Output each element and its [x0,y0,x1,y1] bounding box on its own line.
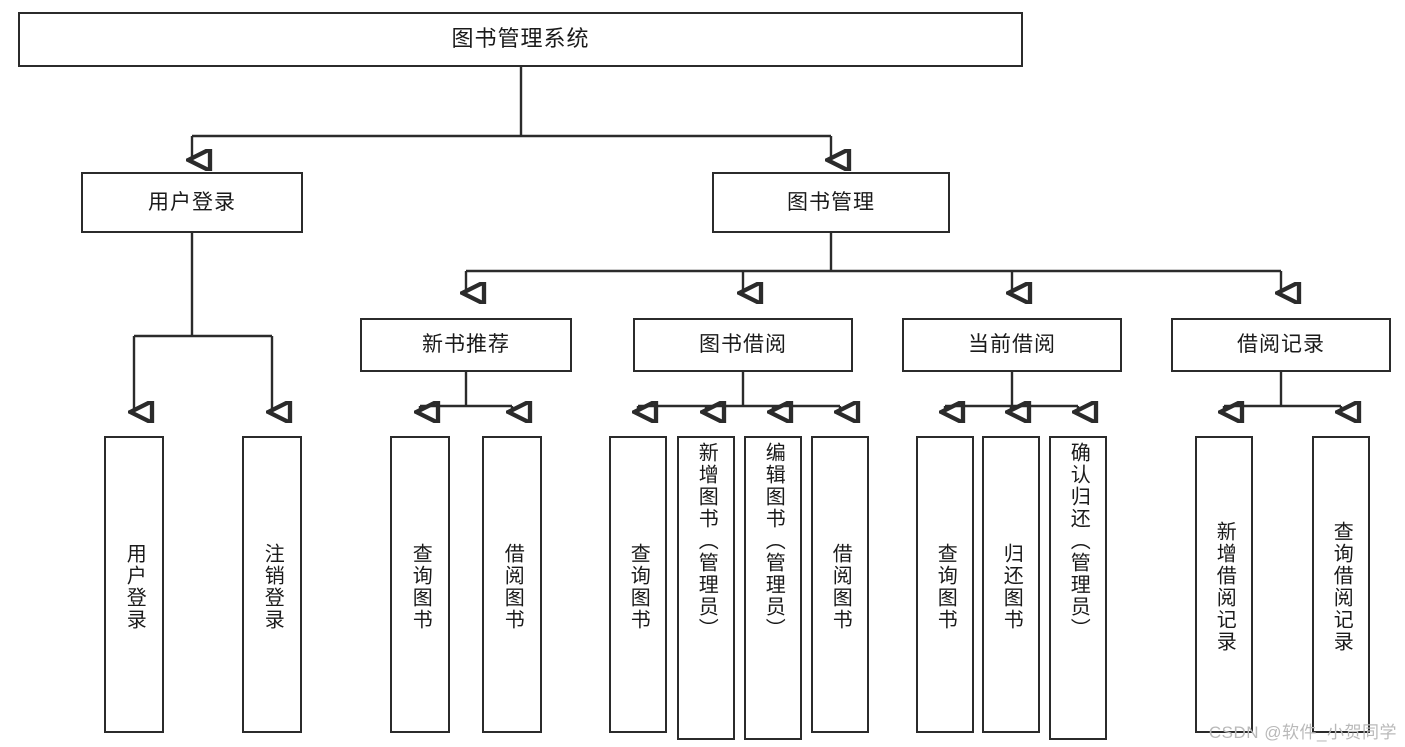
leaf-borrow-book-borrow[interactable]: 借阅图书 [811,436,869,733]
node-new-book-recommend[interactable]: 新书推荐 [360,318,572,372]
node-label: 新书推荐 [422,333,510,357]
leaf-query-book-current[interactable]: 查询图书 [916,436,974,733]
node-label: 查询图书 [934,542,957,631]
node-label: 图书管理系统 [451,26,590,52]
node-label: 归还图书 [1000,542,1023,631]
node-label: 借阅记录 [1237,333,1325,357]
leaf-add-borrow-record[interactable]: 新增借阅记录 [1195,436,1253,733]
node-book-manage[interactable]: 图书管理 [712,172,950,233]
leaf-logout-login[interactable]: 注销登录 [242,436,302,733]
node-label: 编辑图书（管理员） [762,442,785,640]
node-label: 借阅图书 [501,542,524,631]
node-label: 图书管理 [787,190,875,214]
node-label: 用户登录 [123,542,146,631]
node-label: 查询图书 [627,542,650,631]
node-borrow-record[interactable]: 借阅记录 [1171,318,1391,372]
node-label: 用户登录 [148,190,236,214]
node-label: 新增图书（管理员） [695,442,718,640]
watermark-text: CSDN @软件_小贺同学 [1208,723,1397,742]
leaf-add-book-admin[interactable]: 新增图书（管理员） [677,436,735,740]
node-label: 查询图书 [409,542,432,631]
node-label: 新增借阅记录 [1213,520,1236,653]
node-user-login[interactable]: 用户登录 [81,172,303,233]
leaf-query-book-recommend[interactable]: 查询图书 [390,436,450,733]
node-current-borrow[interactable]: 当前借阅 [902,318,1122,372]
node-label: 查询借阅记录 [1330,520,1353,653]
node-label: 借阅图书 [829,542,852,631]
node-label: 注销登录 [261,542,284,631]
leaf-user-login[interactable]: 用户登录 [104,436,164,733]
node-root-library-system[interactable]: 图书管理系统 [18,12,1023,67]
node-label: 当前借阅 [968,333,1056,357]
node-label: 图书借阅 [699,333,787,357]
leaf-confirm-return-admin[interactable]: 确认归还（管理员） [1049,436,1107,740]
leaf-query-borrow-record[interactable]: 查询借阅记录 [1312,436,1370,733]
leaf-query-book-borrow[interactable]: 查询图书 [609,436,667,733]
leaf-return-book[interactable]: 归还图书 [982,436,1040,733]
leaf-edit-book-admin[interactable]: 编辑图书（管理员） [744,436,802,740]
leaf-borrow-book-recommend[interactable]: 借阅图书 [482,436,542,733]
node-book-borrow[interactable]: 图书借阅 [633,318,853,372]
node-label: 确认归还（管理员） [1067,442,1090,640]
